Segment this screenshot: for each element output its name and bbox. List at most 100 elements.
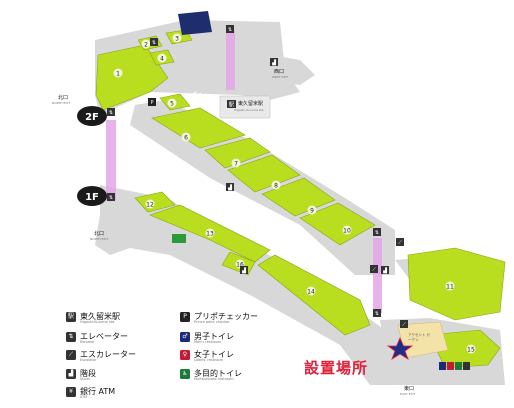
elevator-shaft-top bbox=[226, 30, 235, 90]
shop-14[interactable] bbox=[257, 254, 371, 336]
legend-label: 男子トイレ bbox=[194, 332, 234, 341]
svg-text:3: 3 bbox=[175, 36, 179, 43]
floor-badge-1f: 1F bbox=[77, 186, 107, 206]
svg-text:2: 2 bbox=[144, 42, 148, 49]
atm-icon bbox=[463, 362, 470, 370]
point-checker-icon: P bbox=[180, 312, 190, 322]
svg-text:7: 7 bbox=[234, 161, 238, 168]
exit-nishi-sub: WEST EXIT bbox=[272, 75, 289, 79]
shop-9[interactable] bbox=[261, 177, 336, 217]
svg-text:16: 16 bbox=[236, 262, 244, 269]
legend-sublabel: Escalator bbox=[80, 358, 97, 362]
escalator-icon: ⟋ bbox=[66, 350, 76, 360]
shop-7[interactable] bbox=[204, 137, 271, 169]
svg-text:▟: ▟ bbox=[227, 184, 232, 191]
multipurpose-restroom-icon: ♿ bbox=[180, 369, 190, 379]
exit-kita-lower-label: 北口 bbox=[94, 231, 105, 237]
ladies-restroom-icon bbox=[447, 362, 454, 370]
svg-text:⟋: ⟋ bbox=[372, 267, 376, 273]
legend-label: エレベーター bbox=[80, 332, 128, 341]
stairs-icon bbox=[270, 58, 278, 66]
train-icon: 駅 bbox=[66, 312, 76, 322]
legend-sublabel: Stairs bbox=[80, 377, 90, 381]
navy-shop[interactable] bbox=[178, 11, 212, 35]
svg-text:10: 10 bbox=[343, 228, 351, 235]
map-facility-icons: ⇅ ▟ ⇅ P ▟ ⇅ ⇅ ⟋ ⟋ ▟ ▟ ⇅ ⟋ ⇅ bbox=[107, 25, 470, 370]
legend-sublabel: Men's restroom bbox=[194, 340, 222, 344]
exit-nishi-label: 西口 bbox=[274, 69, 285, 75]
stairs-icon bbox=[381, 266, 389, 274]
elevator-icon: ⇅ bbox=[66, 332, 76, 342]
elevator-icon bbox=[107, 108, 115, 116]
escalator-icon bbox=[396, 238, 404, 246]
escalator-icon bbox=[370, 265, 378, 273]
legend-label: プリポチェッカー bbox=[194, 312, 258, 321]
legend-sublabel: Ladies' restroom bbox=[194, 358, 224, 362]
garden-label: アクセント ガーデン bbox=[408, 333, 430, 342]
exit-higashi-sub: EAST EXIT bbox=[400, 392, 416, 396]
multipurpose-restroom-icon bbox=[455, 362, 462, 370]
svg-text:P: P bbox=[150, 100, 153, 106]
elevator-icon bbox=[107, 193, 115, 201]
svg-text:13: 13 bbox=[206, 231, 214, 238]
station-sub: Higashi-Kurume sta. bbox=[234, 108, 265, 112]
elevator-icon bbox=[226, 25, 234, 33]
svg-text:1F: 1F bbox=[85, 192, 99, 203]
shop-12[interactable] bbox=[134, 191, 176, 213]
mens-restroom-icon: ♂ bbox=[180, 332, 190, 342]
svg-text:⇅: ⇅ bbox=[152, 40, 156, 46]
station-label: 東久留米駅 bbox=[238, 101, 264, 107]
svg-text:11: 11 bbox=[446, 284, 454, 291]
legend-label: 階段 bbox=[80, 369, 96, 378]
stairs-icon bbox=[226, 183, 234, 191]
ladies-restroom-icon: ♀ bbox=[180, 350, 190, 360]
floor-badge-2f: 2F bbox=[77, 106, 107, 126]
station-building: 駅 bbox=[219, 95, 271, 119]
elevator-icon bbox=[373, 309, 381, 317]
svg-text:⇅: ⇅ bbox=[375, 230, 379, 236]
exit-kita-upper-sub: NORTH EXIT bbox=[52, 101, 71, 105]
svg-text:5: 5 bbox=[170, 101, 174, 108]
svg-text:駅: 駅 bbox=[229, 102, 235, 109]
legend-label: 銀行 ATM bbox=[80, 387, 116, 396]
svg-text:4: 4 bbox=[160, 56, 164, 63]
elevator-icon bbox=[373, 228, 381, 236]
exit-kita-upper-label: 北口 bbox=[58, 95, 69, 101]
svg-text:⇅: ⇅ bbox=[228, 27, 232, 33]
shop-labels: 1 2 3 4 5 6 7 8 9 10 11 12 13 14 15 16 bbox=[113, 33, 476, 354]
svg-text:▟: ▟ bbox=[241, 267, 246, 274]
svg-text:9: 9 bbox=[310, 208, 314, 215]
shop-10[interactable] bbox=[299, 202, 376, 246]
svg-text:⇅: ⇅ bbox=[109, 195, 113, 201]
legend-sublabel: Elevator bbox=[80, 340, 95, 344]
svg-text:⇅: ⇅ bbox=[109, 110, 113, 116]
svg-text:⇅: ⇅ bbox=[375, 311, 379, 317]
svg-text:12: 12 bbox=[146, 202, 154, 209]
legend-label: 多目的トイレ bbox=[194, 369, 242, 378]
elevator-icon bbox=[150, 38, 158, 46]
exit-kita-lower-sub: NORTH EXIT bbox=[90, 237, 109, 241]
legend-label: 東久留米駅 bbox=[80, 312, 120, 321]
elevator-shafts bbox=[106, 30, 382, 313]
escalator-icon bbox=[400, 320, 408, 328]
legend-sublabel: Prince point checker bbox=[194, 320, 230, 324]
mens-restroom-icon bbox=[439, 362, 446, 370]
legend-label: 女子トイレ bbox=[194, 350, 234, 359]
elevator-shaft-right bbox=[373, 238, 382, 313]
legend-sublabel: ATM bbox=[80, 395, 88, 399]
shop-8[interactable] bbox=[227, 154, 301, 193]
svg-text:⟋: ⟋ bbox=[398, 240, 402, 246]
stairs-icon bbox=[240, 266, 248, 274]
svg-text:8: 8 bbox=[274, 183, 278, 190]
svg-text:▟: ▟ bbox=[382, 267, 387, 274]
svg-text:15: 15 bbox=[467, 347, 475, 354]
install-location-star bbox=[386, 337, 414, 360]
svg-text:⟋: ⟋ bbox=[402, 322, 406, 328]
shop-11[interactable] bbox=[407, 247, 506, 321]
install-location-label: 設置場所 bbox=[304, 359, 369, 377]
crosswalk-lines bbox=[189, 91, 217, 101]
svg-text:2F: 2F bbox=[85, 112, 99, 123]
svg-text:6: 6 bbox=[184, 135, 188, 142]
atm-icon: ¥ bbox=[66, 387, 76, 397]
